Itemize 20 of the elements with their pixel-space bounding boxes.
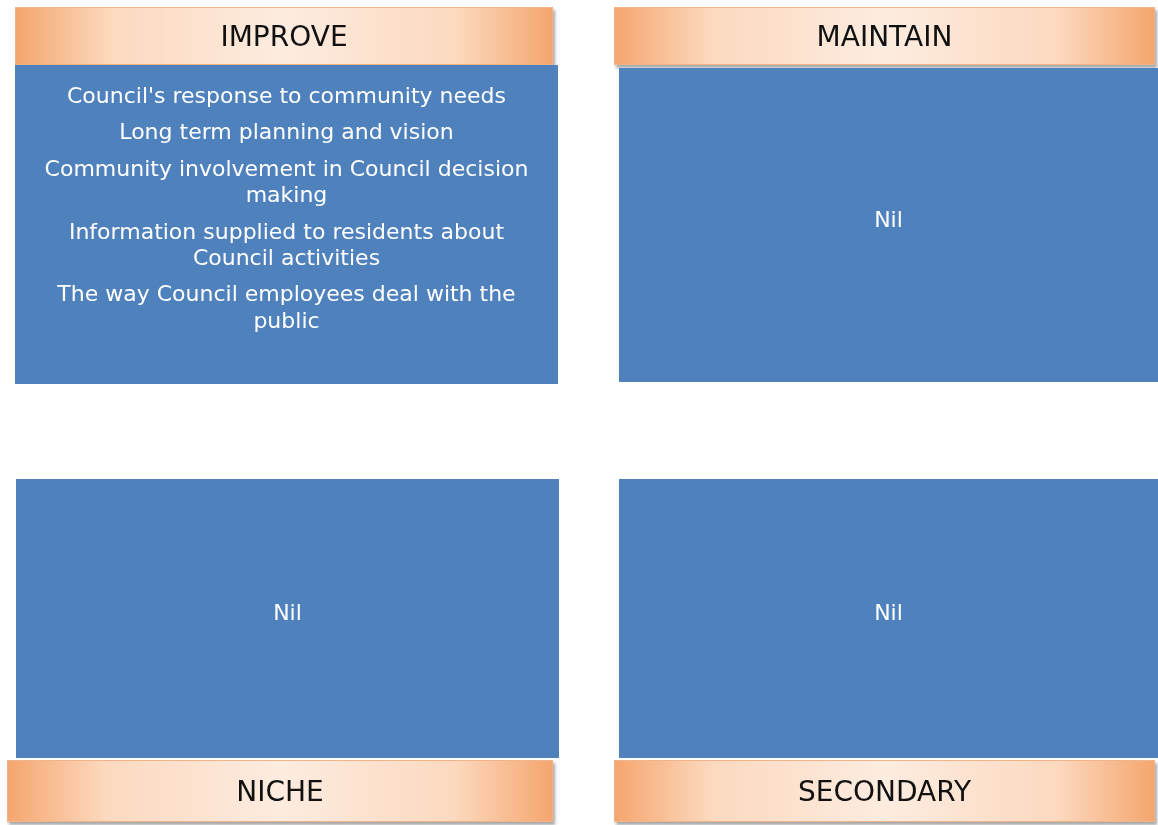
header-title: NICHE	[236, 774, 324, 808]
header-title: IMPROVE	[220, 19, 348, 53]
header-title: MAINTAIN	[816, 19, 953, 53]
header-title: SECONDARY	[798, 774, 971, 808]
panel-text: Nil	[874, 600, 903, 627]
panel-text: Nil	[874, 206, 903, 234]
quadrant-panel	[619, 479, 1158, 758]
panel-text: Nil	[273, 600, 302, 627]
quadrant-header-band	[614, 760, 1155, 822]
panel-text: Council's response to community needs	[67, 83, 506, 110]
panel-text: Community involvement in Council decision making	[43, 155, 530, 209]
quadrant-header-band	[614, 7, 1155, 65]
panel-text: Long term planning and vision	[119, 119, 454, 146]
quadrant-panel	[16, 479, 559, 758]
panel-text: Information supplied to residents about Council activities	[67, 218, 506, 272]
quadrant-panel	[619, 68, 1158, 382]
quadrant-panel	[15, 65, 558, 384]
panel-text: The way Council employees deal with the public	[56, 281, 517, 335]
quadrant-header-band	[15, 7, 553, 65]
quadrant-header-band	[7, 760, 553, 822]
